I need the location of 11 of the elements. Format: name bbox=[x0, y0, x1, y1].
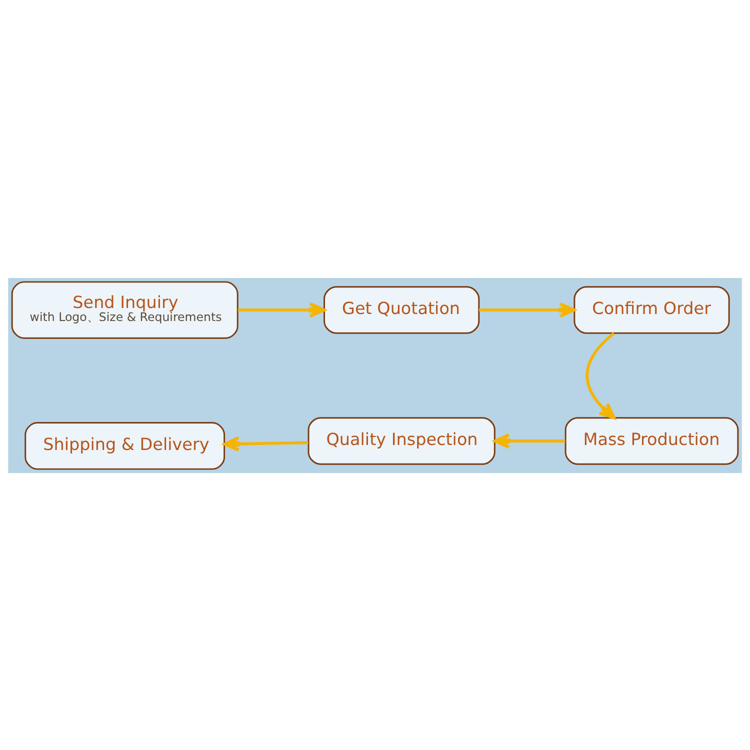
node-box: Quality Inspection bbox=[308, 416, 496, 464]
arrow bbox=[238, 302, 326, 318]
node-box: Mass Production bbox=[564, 416, 739, 464]
node-box: Confirm Order bbox=[574, 286, 730, 334]
arrow bbox=[223, 436, 308, 452]
arrow bbox=[494, 432, 566, 448]
arrow bbox=[479, 302, 576, 318]
node-box: Send Inquiry with Logo、Size & Requirements bbox=[11, 280, 238, 338]
node-box: Get Quotation bbox=[324, 286, 480, 334]
arrow bbox=[586, 332, 616, 419]
node-box: Shipping & Delivery bbox=[24, 422, 226, 470]
